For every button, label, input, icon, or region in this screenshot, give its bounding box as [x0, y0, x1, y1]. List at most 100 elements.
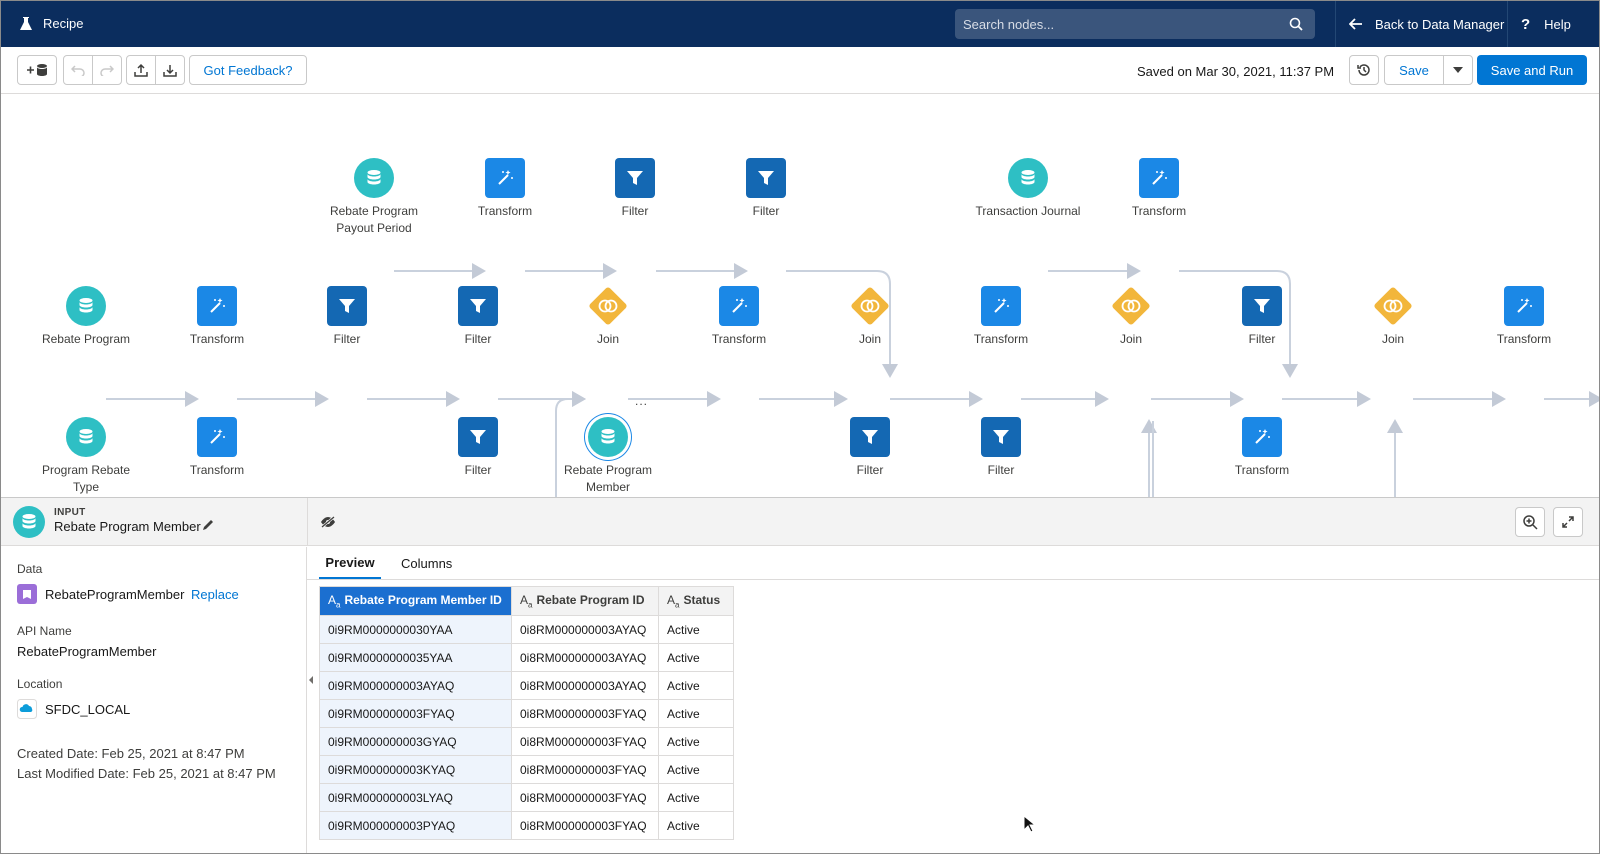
transform-node[interactable]	[1504, 286, 1544, 326]
table-cell: 0i9RM000000003FYAQ	[319, 699, 512, 728]
back-to-data-manager-button[interactable]: Back to Data Manager	[1349, 1, 1504, 47]
input-node[interactable]	[1008, 158, 1048, 198]
table-cell: 0i9RM000000003KYAQ	[319, 755, 512, 784]
table-cell: 0i8RM000000003AYAQ	[511, 671, 659, 700]
table-cell: 0i9RM000000003AYAQ	[319, 671, 512, 700]
filter-node[interactable]	[850, 417, 890, 457]
transform-node[interactable]	[197, 417, 237, 457]
join-node[interactable]	[850, 286, 890, 326]
hide-panel-button[interactable]	[313, 508, 343, 536]
got-feedback-button[interactable]: Got Feedback?	[189, 55, 307, 85]
history-button[interactable]	[1349, 55, 1379, 85]
table-cell: 0i8RM000000003FYAQ	[511, 755, 659, 784]
tab-preview[interactable]: Preview	[319, 547, 381, 580]
table-cell: 0i8RM000000003AYAQ	[511, 643, 659, 672]
redo-button[interactable]	[92, 55, 122, 85]
filter-node[interactable]	[615, 158, 655, 198]
node-label: Filter	[752, 204, 780, 218]
table-cell: Active	[658, 643, 734, 672]
table-cell: 0i9RM0000000030YAA	[319, 615, 512, 644]
undo-button[interactable]	[63, 55, 93, 85]
search-input[interactable]: Search nodes...	[955, 9, 1315, 39]
funnel-icon	[469, 297, 487, 315]
filter-node[interactable]	[458, 286, 498, 326]
back-label: Back to Data Manager	[1375, 16, 1505, 32]
input-node[interactable]	[66, 286, 106, 326]
save-and-run-button[interactable]: Save and Run	[1477, 55, 1587, 85]
search-icon	[1289, 17, 1303, 31]
modified-date: Last Modified Date: Feb 25, 2021 at 8:47…	[17, 766, 276, 781]
transform-node[interactable]	[197, 286, 237, 326]
upload-button[interactable]	[126, 55, 156, 85]
funnel-icon	[757, 169, 775, 187]
transform-node[interactable]	[981, 286, 1021, 326]
table-cell: 0i8RM000000003FYAQ	[511, 783, 659, 812]
table-cell: Active	[658, 615, 734, 644]
node-properties: Data RebateProgramMember Replace API Nam…	[1, 547, 307, 853]
tab-columns[interactable]: Columns	[401, 556, 453, 571]
column-header-label: Rebate Program Member ID	[344, 592, 502, 607]
add-data-button[interactable]	[17, 55, 57, 85]
filter-node[interactable]	[327, 286, 367, 326]
toolbar: Got Feedback? Saved on Mar 30, 2021, 11:…	[1, 47, 1599, 94]
expand-button[interactable]	[1553, 507, 1583, 537]
filter-node[interactable]	[458, 417, 498, 457]
node-label: Join	[1381, 332, 1404, 346]
table-cell: Active	[658, 783, 734, 812]
node-label: Rebate Program	[41, 332, 131, 346]
filter-node[interactable]	[981, 417, 1021, 457]
transform-node[interactable]	[719, 286, 759, 326]
save-menu-button[interactable]	[1443, 55, 1473, 85]
node-label: Filter	[856, 463, 884, 477]
replace-link[interactable]: Replace	[191, 587, 239, 602]
filter-node[interactable]	[746, 158, 786, 198]
input-node[interactable]	[354, 158, 394, 198]
join-node[interactable]	[588, 286, 628, 326]
help-label: Help	[1544, 16, 1571, 32]
join-node[interactable]	[1111, 286, 1151, 326]
table-cell: Active	[658, 811, 734, 840]
node-label: Transform	[711, 332, 767, 346]
redo-icon	[100, 65, 114, 76]
zoom-button[interactable]	[1515, 507, 1545, 537]
join-icon	[597, 299, 619, 313]
pencil-icon[interactable]	[201, 518, 215, 532]
node-menu-button[interactable]: ...	[635, 394, 649, 408]
join-node[interactable]	[1373, 286, 1413, 326]
node-label: Transform	[189, 332, 245, 346]
funnel-icon	[861, 428, 879, 446]
input-node[interactable]	[588, 417, 628, 457]
node-label: Rebate Program Member	[563, 463, 653, 494]
connection-line	[1141, 419, 1157, 497]
node-label: Join	[596, 332, 619, 346]
collapse-sidebar-icon[interactable]	[307, 670, 315, 690]
node-label: Join	[1119, 332, 1142, 346]
mouse-cursor	[1023, 815, 1035, 833]
top-bar-divider	[1335, 1, 1336, 47]
transform-node[interactable]	[485, 158, 525, 198]
node-label: Transform	[1496, 332, 1552, 346]
table-cell: Active	[658, 699, 734, 728]
help-button[interactable]: ? Help	[1521, 1, 1571, 47]
download-button[interactable]	[155, 55, 185, 85]
table-cell: 0i9RM000000003LYAQ	[319, 783, 512, 812]
table-cell: 0i8RM000000003FYAQ	[511, 727, 659, 756]
saved-status: Saved on Mar 30, 2021, 11:37 PM	[1137, 64, 1335, 79]
transform-node[interactable]	[1242, 417, 1282, 457]
table-cell: Active	[658, 755, 734, 784]
panel-header: INPUT Rebate Program Member	[1, 498, 1599, 546]
input-node[interactable]	[66, 417, 106, 457]
created-date: Created Date: Feb 25, 2021 at 8:47 PM	[17, 746, 245, 761]
node-label: Transform	[477, 204, 533, 218]
save-button[interactable]: Save	[1384, 55, 1444, 85]
chevron-down-icon	[1453, 67, 1463, 73]
transform-node[interactable]	[1139, 158, 1179, 198]
filter-node[interactable]	[1242, 286, 1282, 326]
